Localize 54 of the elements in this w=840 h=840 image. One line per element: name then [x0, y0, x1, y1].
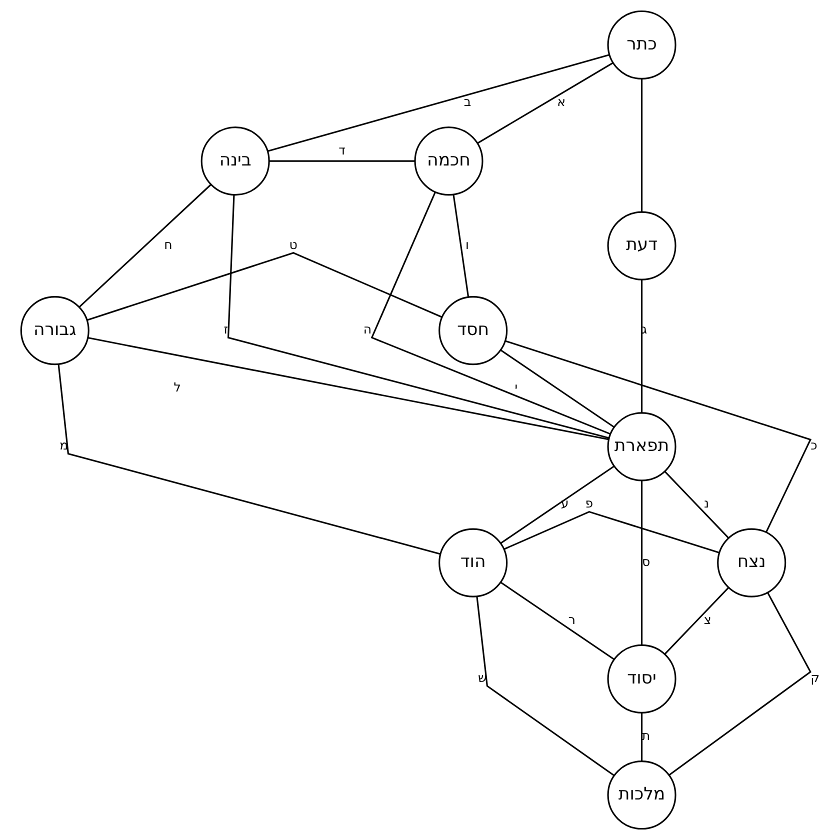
edge-label: ה — [362, 322, 372, 337]
edge-label: ג — [641, 322, 647, 337]
connector — [640, 280, 642, 413]
edge-label: מ — [59, 438, 68, 453]
edge-label: ר — [568, 612, 575, 627]
node-circle: דעת — [606, 211, 676, 280]
edge-label: ל — [173, 380, 180, 395]
connector — [640, 712, 642, 762]
connector — [227, 194, 609, 439]
connector — [503, 511, 719, 554]
connector — [370, 192, 610, 435]
connector — [504, 340, 811, 533]
connector — [87, 337, 608, 440]
node-circle: נצח — [716, 528, 786, 598]
node-circle: בינה — [200, 126, 270, 196]
edge-label: ת — [641, 728, 650, 743]
node-circle: הוד — [438, 528, 508, 598]
connector — [500, 466, 614, 544]
edge-label: צ — [703, 612, 711, 627]
connector — [267, 54, 609, 152]
node-circle: חכמה — [414, 126, 483, 196]
connector — [78, 184, 212, 308]
edge-label: כ — [810, 438, 817, 453]
connector — [268, 160, 414, 162]
edge-label: ו — [464, 236, 468, 252]
connector — [452, 194, 469, 298]
connector — [668, 592, 811, 776]
connector — [640, 78, 642, 212]
connector — [664, 587, 729, 655]
connector — [664, 470, 729, 539]
edge-label: ק — [810, 670, 820, 685]
edge-label: י — [514, 380, 518, 395]
edge-label: נ — [703, 496, 709, 511]
node-circle: חסד — [438, 296, 508, 366]
edge-label: ד — [338, 142, 345, 158]
node-circle: גבורה — [20, 296, 89, 366]
connector — [86, 252, 442, 321]
edge-label: ס — [641, 554, 650, 569]
edge-label: א — [556, 94, 566, 110]
node-circle: תפארת — [606, 412, 676, 482]
node-circle: כתר — [606, 10, 676, 80]
connector — [57, 364, 440, 555]
connector — [500, 350, 614, 428]
edge-label: ב — [463, 94, 471, 110]
edge-label: פ — [584, 496, 593, 511]
connector — [476, 62, 613, 144]
edge-label: ז — [223, 322, 228, 337]
edge-label: ט — [288, 236, 297, 252]
connector — [640, 480, 642, 645]
connector — [500, 582, 614, 660]
edge-label: ח — [164, 236, 172, 252]
node-circle: מלכות — [606, 760, 676, 830]
connector — [476, 596, 614, 776]
node-circle: יסוד — [606, 644, 676, 714]
